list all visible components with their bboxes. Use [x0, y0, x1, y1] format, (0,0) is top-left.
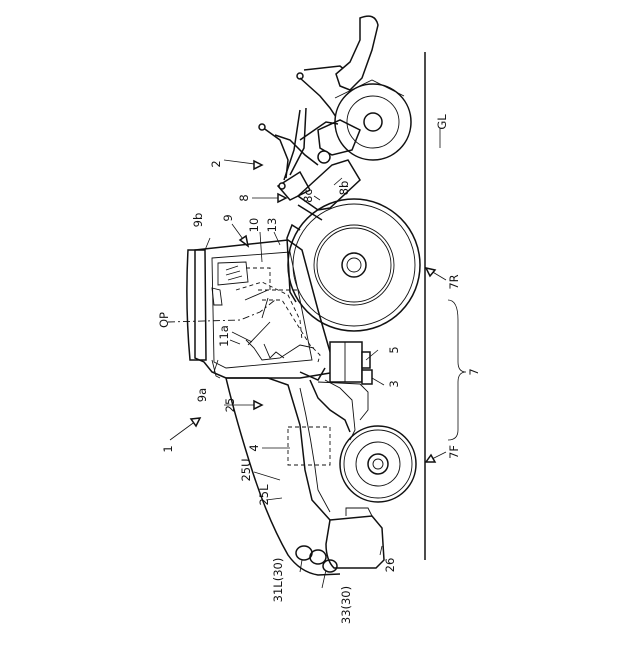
three-point-hitch	[259, 16, 411, 220]
label-GL: GL	[435, 114, 449, 130]
label-8b: 8b	[337, 181, 351, 196]
label-9a: 9a	[195, 388, 209, 402]
bracket-7	[448, 300, 466, 440]
rear-wheel	[287, 199, 420, 331]
label-7: 7	[467, 368, 481, 375]
label-9: 9	[221, 214, 235, 221]
label-33-30: 33(30)	[339, 586, 353, 624]
label-31L-30: 31L(30)	[271, 558, 285, 603]
step-parts	[330, 342, 372, 384]
label-8c: 8c	[301, 189, 315, 203]
label-5: 5	[387, 346, 401, 353]
label-9b: 9b	[191, 213, 205, 228]
label-7F: 7F	[447, 445, 461, 459]
label-10: 10	[247, 218, 261, 233]
label-2: 2	[209, 160, 223, 167]
label-8: 8	[237, 194, 251, 201]
label-25L: 25L	[257, 484, 271, 506]
label-3: 3	[387, 380, 401, 387]
label-13: 13	[265, 218, 279, 233]
front-weight	[326, 508, 384, 568]
label-25U: 25U	[239, 458, 253, 481]
label-11a: 11a	[217, 325, 231, 347]
label-26: 26	[383, 558, 397, 573]
label-7R: 7R	[447, 274, 461, 289]
label-OP: OP	[157, 312, 171, 328]
label-1: 1	[161, 445, 175, 452]
label-25: 25	[223, 398, 237, 413]
reference-labels: 1 2 3 4 5 7 7F 7R 8 8b 8c 9 9a 9b 10 11a…	[157, 114, 481, 624]
label-4: 4	[247, 444, 261, 451]
